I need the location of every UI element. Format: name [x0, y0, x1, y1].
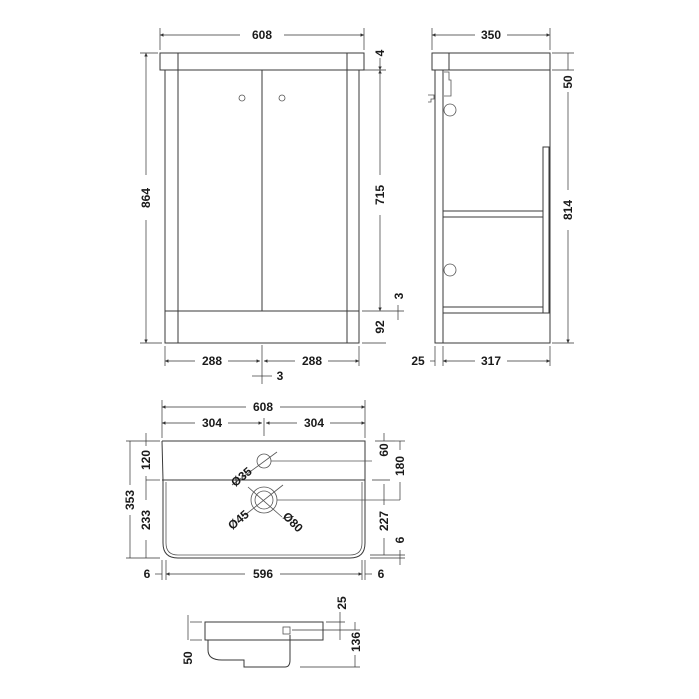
waste-diameter-label: Ø45	[225, 507, 252, 533]
worktop	[159, 52, 365, 71]
section-height-label: 136	[349, 632, 363, 652]
front-lip-label: 6	[393, 536, 407, 543]
basin-plan: Ø35 Ø45 Ø80 608 304 304 353 120 233 60 1…	[123, 400, 407, 581]
front-view: 608 864 4 715 3 92 288 288 3	[139, 28, 406, 384]
bowl-depth-label: 233	[139, 510, 153, 530]
side-worktop	[431, 52, 551, 71]
door-thickness-label: 25	[411, 354, 425, 368]
back-panel	[542, 146, 550, 314]
left-handle-icon	[238, 94, 246, 102]
door-gap-label: 3	[277, 369, 284, 383]
right-door-width-label: 288	[302, 354, 322, 368]
right-handle-icon	[278, 94, 286, 102]
side-top-height-label: 50	[561, 75, 575, 89]
section-rim-label: 25	[335, 596, 349, 610]
shelf	[442, 210, 544, 218]
side-view: 350 50 814 25 317	[411, 28, 575, 368]
inner-depth-label: 317	[481, 354, 501, 368]
waste-to-front-label: 227	[377, 511, 391, 531]
top-gap-label: 4	[373, 49, 387, 56]
tap-icon	[428, 94, 435, 103]
basin-half-left-label: 304	[202, 416, 222, 430]
deck-depth-label: 120	[139, 450, 153, 470]
basin-depth-label: 353	[123, 490, 137, 510]
right-margin-label: 6	[378, 567, 385, 581]
side-height-label: 814	[561, 200, 575, 220]
waste-offset-label: 180	[393, 456, 407, 476]
tap-hole-icon	[256, 453, 272, 469]
door-height-label: 715	[373, 185, 387, 205]
bowl-width-label: 596	[253, 567, 273, 581]
waste-icon	[254, 490, 274, 510]
basin-half-right-label: 304	[304, 416, 324, 430]
basin-width-label: 608	[253, 400, 273, 414]
tap-hole-diameter-label: Ø35	[228, 464, 255, 490]
front-height-label: 864	[139, 188, 153, 208]
basin-bowl	[207, 635, 291, 668]
left-door-width-label: 288	[202, 354, 222, 368]
basin-section: 50 25 136	[181, 596, 363, 668]
tap-offset-label: 60	[377, 443, 391, 457]
front-width-label: 608	[252, 28, 272, 42]
basin-outline	[161, 440, 366, 559]
basin-rim	[204, 621, 324, 641]
left-margin-label: 6	[144, 567, 151, 581]
waste-outer-diameter-label: Ø80	[280, 509, 306, 535]
side-carcass	[434, 69, 551, 344]
section-bowl-offset-label: 50	[181, 651, 195, 665]
plinth-gap-label: 3	[392, 292, 406, 299]
side-depth-label: 350	[481, 28, 501, 42]
plinth-height-label: 92	[373, 320, 387, 334]
